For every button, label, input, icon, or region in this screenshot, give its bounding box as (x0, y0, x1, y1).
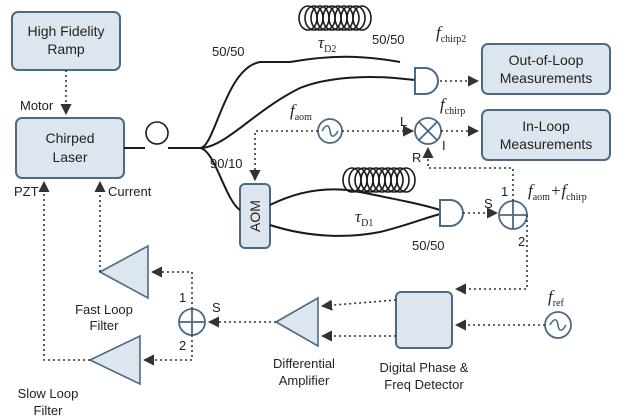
oscillator-icon (544, 311, 572, 339)
ramp-label-line1: High Fidelity (27, 23, 104, 39)
fiber-coil-icon (298, 5, 372, 31)
digital-phase-freq-detector-box: Digital Phase & Freq Detector (380, 291, 469, 392)
sum-right-1-label: 1 (501, 184, 508, 199)
signal-lines (38, 70, 545, 366)
detector-label-line1: Digital Phase & (380, 360, 469, 375)
f-sum-symbol: faom+fchirp (528, 181, 587, 203)
sum-left-s-label: S (212, 300, 221, 315)
oscillator-icon (317, 118, 343, 144)
photodetector-icon (439, 199, 464, 227)
tau-d1-symbol: τD1 (355, 207, 373, 229)
motor-label: Motor (20, 98, 54, 113)
f-chirp-symbol: fchirp (440, 95, 465, 117)
detector-label-line2: Freq Detector (384, 377, 464, 392)
split-upper-label: 50/50 (212, 44, 245, 59)
mixer-l-label: L (400, 114, 407, 129)
ramp-label-line2: Ramp (47, 41, 85, 57)
mixer-i-label: I (442, 138, 446, 153)
diff-amp-label-line2: Amplifier (279, 373, 330, 388)
mixer-r-label: R (412, 150, 421, 165)
chirped-laser-box: Chirped Laser (15, 117, 125, 179)
fiber-coil-icon (342, 167, 416, 193)
fiber-network (124, 55, 441, 237)
current-label: Current (108, 184, 152, 199)
sum-right-s-label: S (484, 196, 493, 211)
sum-left-1-label: 1 (179, 290, 186, 305)
slow-filter-label-line1: Slow Loop (18, 386, 79, 401)
slow-filter-label-line2: Filter (34, 403, 64, 418)
combine-lower-label: 50/50 (412, 238, 445, 253)
sum-right-2-label: 2 (518, 234, 525, 249)
f-ref-symbol: fref (548, 287, 565, 309)
amplifier-icon (98, 244, 149, 300)
f-aom-symbol: faom (290, 101, 312, 123)
summer-icon (498, 200, 528, 230)
combine-upper-label: 50/50 (372, 32, 405, 47)
amplifier-icon (88, 334, 141, 386)
pzt-label: PZT (14, 184, 39, 199)
tau-d2-symbol: τD2 (318, 33, 336, 55)
fast-filter-label-line2: Filter (90, 318, 120, 333)
laser-label-line2: Laser (52, 149, 87, 165)
fiber-loop-icon (145, 121, 169, 145)
summer-icon (178, 308, 206, 336)
fast-filter-label-line1: Fast Loop (75, 302, 133, 317)
out-loop-label-line2: Measurements (500, 70, 593, 86)
laser-label-line1: Chirped (45, 130, 94, 146)
sum-left-2-label: 2 (179, 338, 186, 353)
diff-amp-label-line1: Differential (273, 356, 335, 371)
mixer-icon (414, 117, 442, 145)
photodetector-icon (414, 67, 439, 95)
aom-label: AOM (247, 200, 263, 232)
in-loop-label-line2: Measurements (500, 136, 593, 152)
out-of-loop-measurements-box: Out-of-Loop Measurements (481, 43, 611, 95)
split-lower-label: 90/10 (210, 156, 243, 171)
amplifier-icon (274, 296, 319, 348)
f-chirp2-symbol: fchirp2 (436, 23, 466, 45)
in-loop-measurements-box: In-Loop Measurements (481, 109, 611, 161)
high-fidelity-ramp-box: High Fidelity Ramp (11, 11, 121, 71)
out-loop-label-line1: Out-of-Loop (509, 52, 584, 68)
aom-box: AOM (239, 183, 271, 249)
in-loop-label-line1: In-Loop (522, 118, 570, 134)
